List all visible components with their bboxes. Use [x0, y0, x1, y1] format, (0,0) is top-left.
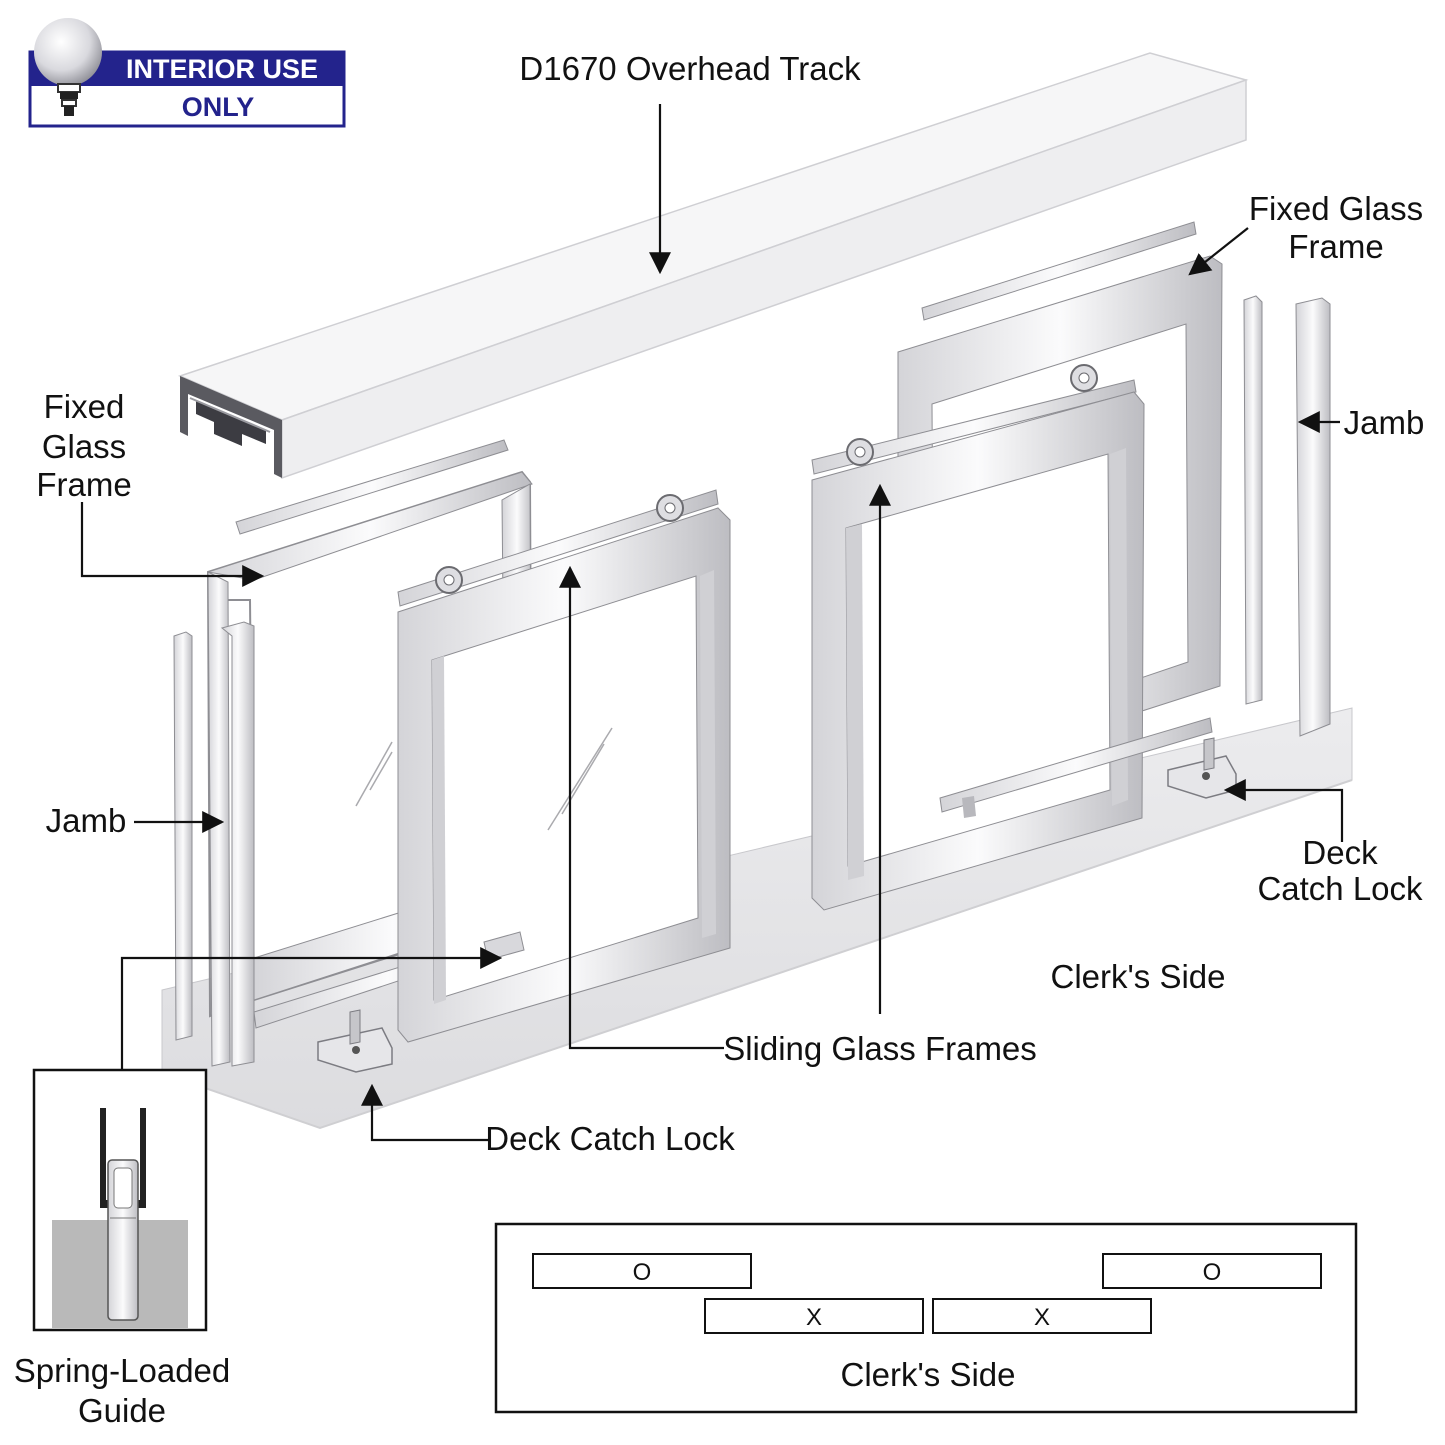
plan-sliding-panel-right: X — [932, 1298, 1152, 1334]
label-line: Glass — [42, 428, 126, 465]
label-line: Deck — [1302, 834, 1378, 871]
badge-line-1: INTERIOR USE — [126, 54, 318, 84]
jamb-left-label: Jamb — [46, 802, 127, 839]
badge-line-2: ONLY — [182, 92, 255, 122]
deck-catch-lock-right — [1167, 737, 1237, 799]
clerks-side-label: Clerk's Side — [1050, 958, 1225, 995]
callout-lines — [80, 104, 1344, 1142]
deck-catch-lock-left — [317, 1009, 393, 1073]
plan-fixed-panel-left: O — [532, 1253, 752, 1289]
light-bulb-icon — [34, 18, 102, 116]
roller-wheel-icon — [846, 438, 874, 466]
plan-sliding-panel-left: X — [704, 1298, 924, 1334]
left-jamb-outer — [173, 631, 193, 1041]
jamb-right-label: Jamb — [1344, 404, 1425, 441]
label-line: Spring-Loaded — [14, 1352, 231, 1389]
right-jamb-outer — [1295, 297, 1331, 737]
label-line: Fixed Glass — [1249, 190, 1423, 227]
right-jamb-inner — [1243, 295, 1263, 705]
label-line: Guide — [78, 1392, 166, 1429]
overhead-track-label: D1670 Overhead Track — [519, 50, 861, 87]
label-line: Frame — [36, 466, 131, 503]
deck-catch-lock-right-label: Deck Catch Lock — [1257, 834, 1423, 907]
deck-catch-lock-bottom-label: Deck Catch Lock — [485, 1120, 735, 1157]
spring-loaded-guide-inset — [32, 1068, 208, 1332]
plan-view-diagram: O O X X Clerk's Side — [494, 1222, 1358, 1414]
right-sliding-glass-frame — [811, 364, 1213, 911]
plan-caption: Clerk's Side — [840, 1356, 1015, 1393]
left-jamb-inner — [207, 571, 255, 1067]
roller-wheel-icon — [435, 566, 463, 594]
sliding-glass-frames-label: Sliding Glass Frames — [723, 1030, 1037, 1067]
sliding-marker: X — [1034, 1304, 1050, 1331]
interior-use-badge: INTERIOR USE ONLY — [28, 18, 346, 128]
overhead-track — [177, 52, 1249, 480]
fixed-marker: O — [633, 1259, 652, 1286]
roller-wheel-icon — [1070, 364, 1098, 392]
fixed-glass-frame-right-label: Fixed Glass Frame — [1249, 190, 1423, 265]
label-line: Catch Lock — [1257, 870, 1423, 907]
label-line: Frame — [1288, 228, 1383, 265]
track-end-profile — [180, 376, 282, 478]
fixed-marker: O — [1203, 1259, 1222, 1286]
spring-loaded-guide-label: Spring-Loaded Guide — [14, 1352, 231, 1429]
fixed-glass-frame-left-label: Fixed Glass Frame — [36, 388, 131, 503]
label-line: Fixed — [44, 388, 125, 425]
left-sliding-glass-frame — [355, 489, 731, 1043]
sliding-marker: X — [806, 1304, 822, 1331]
roller-wheel-icon — [656, 494, 684, 522]
plan-fixed-panel-right: O — [1102, 1253, 1322, 1289]
